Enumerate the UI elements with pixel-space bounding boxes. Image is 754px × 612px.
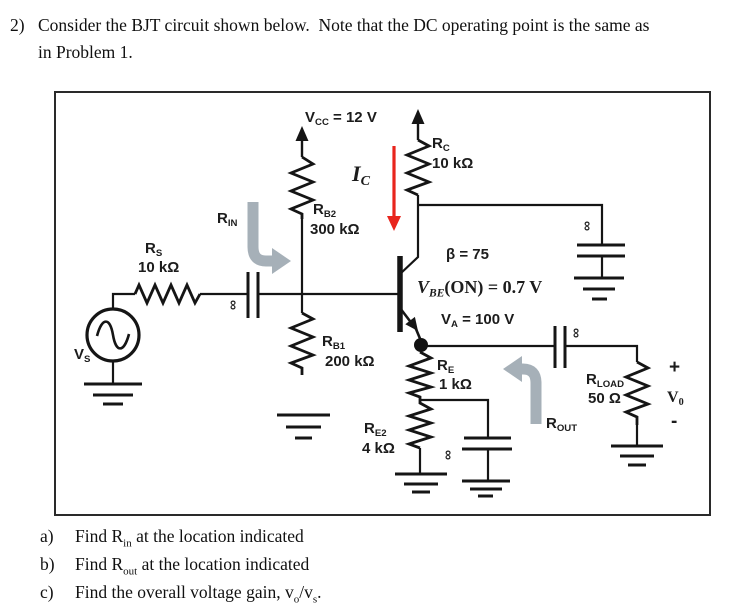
re2-label: RE2 (364, 420, 387, 439)
question-b: b)Find Rout at the location indicated (40, 554, 310, 578)
ground-vs (84, 382, 142, 406)
vbe-label: VBE(ON) = 0.7 V (417, 277, 543, 300)
resistor-rc (403, 138, 433, 197)
ground-rload (611, 444, 663, 467)
ground-re2 (395, 472, 447, 494)
question-a: a)Find Rin at the location indicated (40, 526, 304, 550)
question-b-label: b) (40, 554, 55, 574)
re-label: RE (437, 357, 455, 376)
resistor-rs (133, 281, 202, 307)
vs-label: VS (74, 346, 91, 365)
rs-label: RS (145, 240, 163, 259)
rout-label: ROUT (546, 415, 578, 434)
infinity-label-output-cap: ∞ (569, 328, 585, 338)
vo-plus-sign: + (669, 357, 681, 378)
vcc-arrow-rc (411, 109, 425, 140)
infinity-label-input-cap: ∞ (226, 300, 242, 310)
vo-label: V0 (667, 389, 684, 409)
ic-label: IC (352, 161, 370, 190)
infinity-label-collector-cap: ∞ (580, 221, 596, 231)
ground-emitter-bypass (462, 479, 510, 498)
rc-label: RC (432, 135, 450, 154)
question-c-label: c) (40, 582, 54, 602)
re-value: 1 kΩ (439, 376, 472, 393)
infinity-label-bypass-cap: ∞ (441, 450, 457, 460)
re2-value: 4 kΩ (362, 440, 395, 457)
rload-value: 50 Ω (588, 390, 621, 407)
resistor-rb1 (287, 311, 317, 375)
rb2-label: RB2 (313, 201, 337, 220)
resistor-re (404, 350, 436, 400)
problem-number: 2) (10, 15, 25, 35)
rb2-value: 300 kΩ (310, 221, 360, 238)
source-vs (85, 307, 141, 363)
rb1-value: 200 kΩ (325, 353, 375, 370)
vcc-label: VCC = 12 V (305, 109, 377, 128)
ground-collector-bypass (574, 276, 624, 301)
vo-minus-sign: - (671, 411, 678, 432)
problem-text-line1: Consider the BJT circuit shown below. No… (38, 15, 650, 35)
capacitor-output (553, 326, 567, 368)
rb1-label: RB1 (322, 333, 346, 352)
problem-text-line2: in Problem 1. (38, 42, 133, 62)
wire-network (111, 195, 639, 481)
capacitor-collector-bypass (577, 243, 625, 258)
capacitor-emitter-bypass (462, 436, 512, 451)
vcc-arrow-rb2 (295, 126, 309, 157)
ic-current-arrow (387, 146, 401, 231)
rin-label: RIN (217, 210, 238, 229)
transistor-q1 (397, 256, 423, 342)
rload-label: RLOAD (586, 371, 625, 390)
resistor-re2 (404, 400, 436, 450)
resistor-rload (622, 360, 652, 425)
resistor-rb2 (287, 155, 317, 219)
ground-rb1 (277, 413, 330, 440)
rs-value: 10 kΩ (138, 259, 180, 276)
beta-label: β = 75 (446, 246, 489, 263)
question-c: c)Find the overall voltage gain, vo/vs. (40, 582, 322, 606)
rin-arrow (247, 202, 291, 274)
rc-value: 10 kΩ (432, 155, 474, 172)
circuit-border (54, 91, 711, 516)
emitter-node-dot (414, 338, 428, 352)
question-a-label: a) (40, 526, 54, 546)
emitter-arrowhead (405, 316, 418, 331)
rout-arrow (503, 356, 542, 424)
va-label: VA = 100 V (441, 311, 515, 330)
capacitor-input (246, 272, 260, 318)
